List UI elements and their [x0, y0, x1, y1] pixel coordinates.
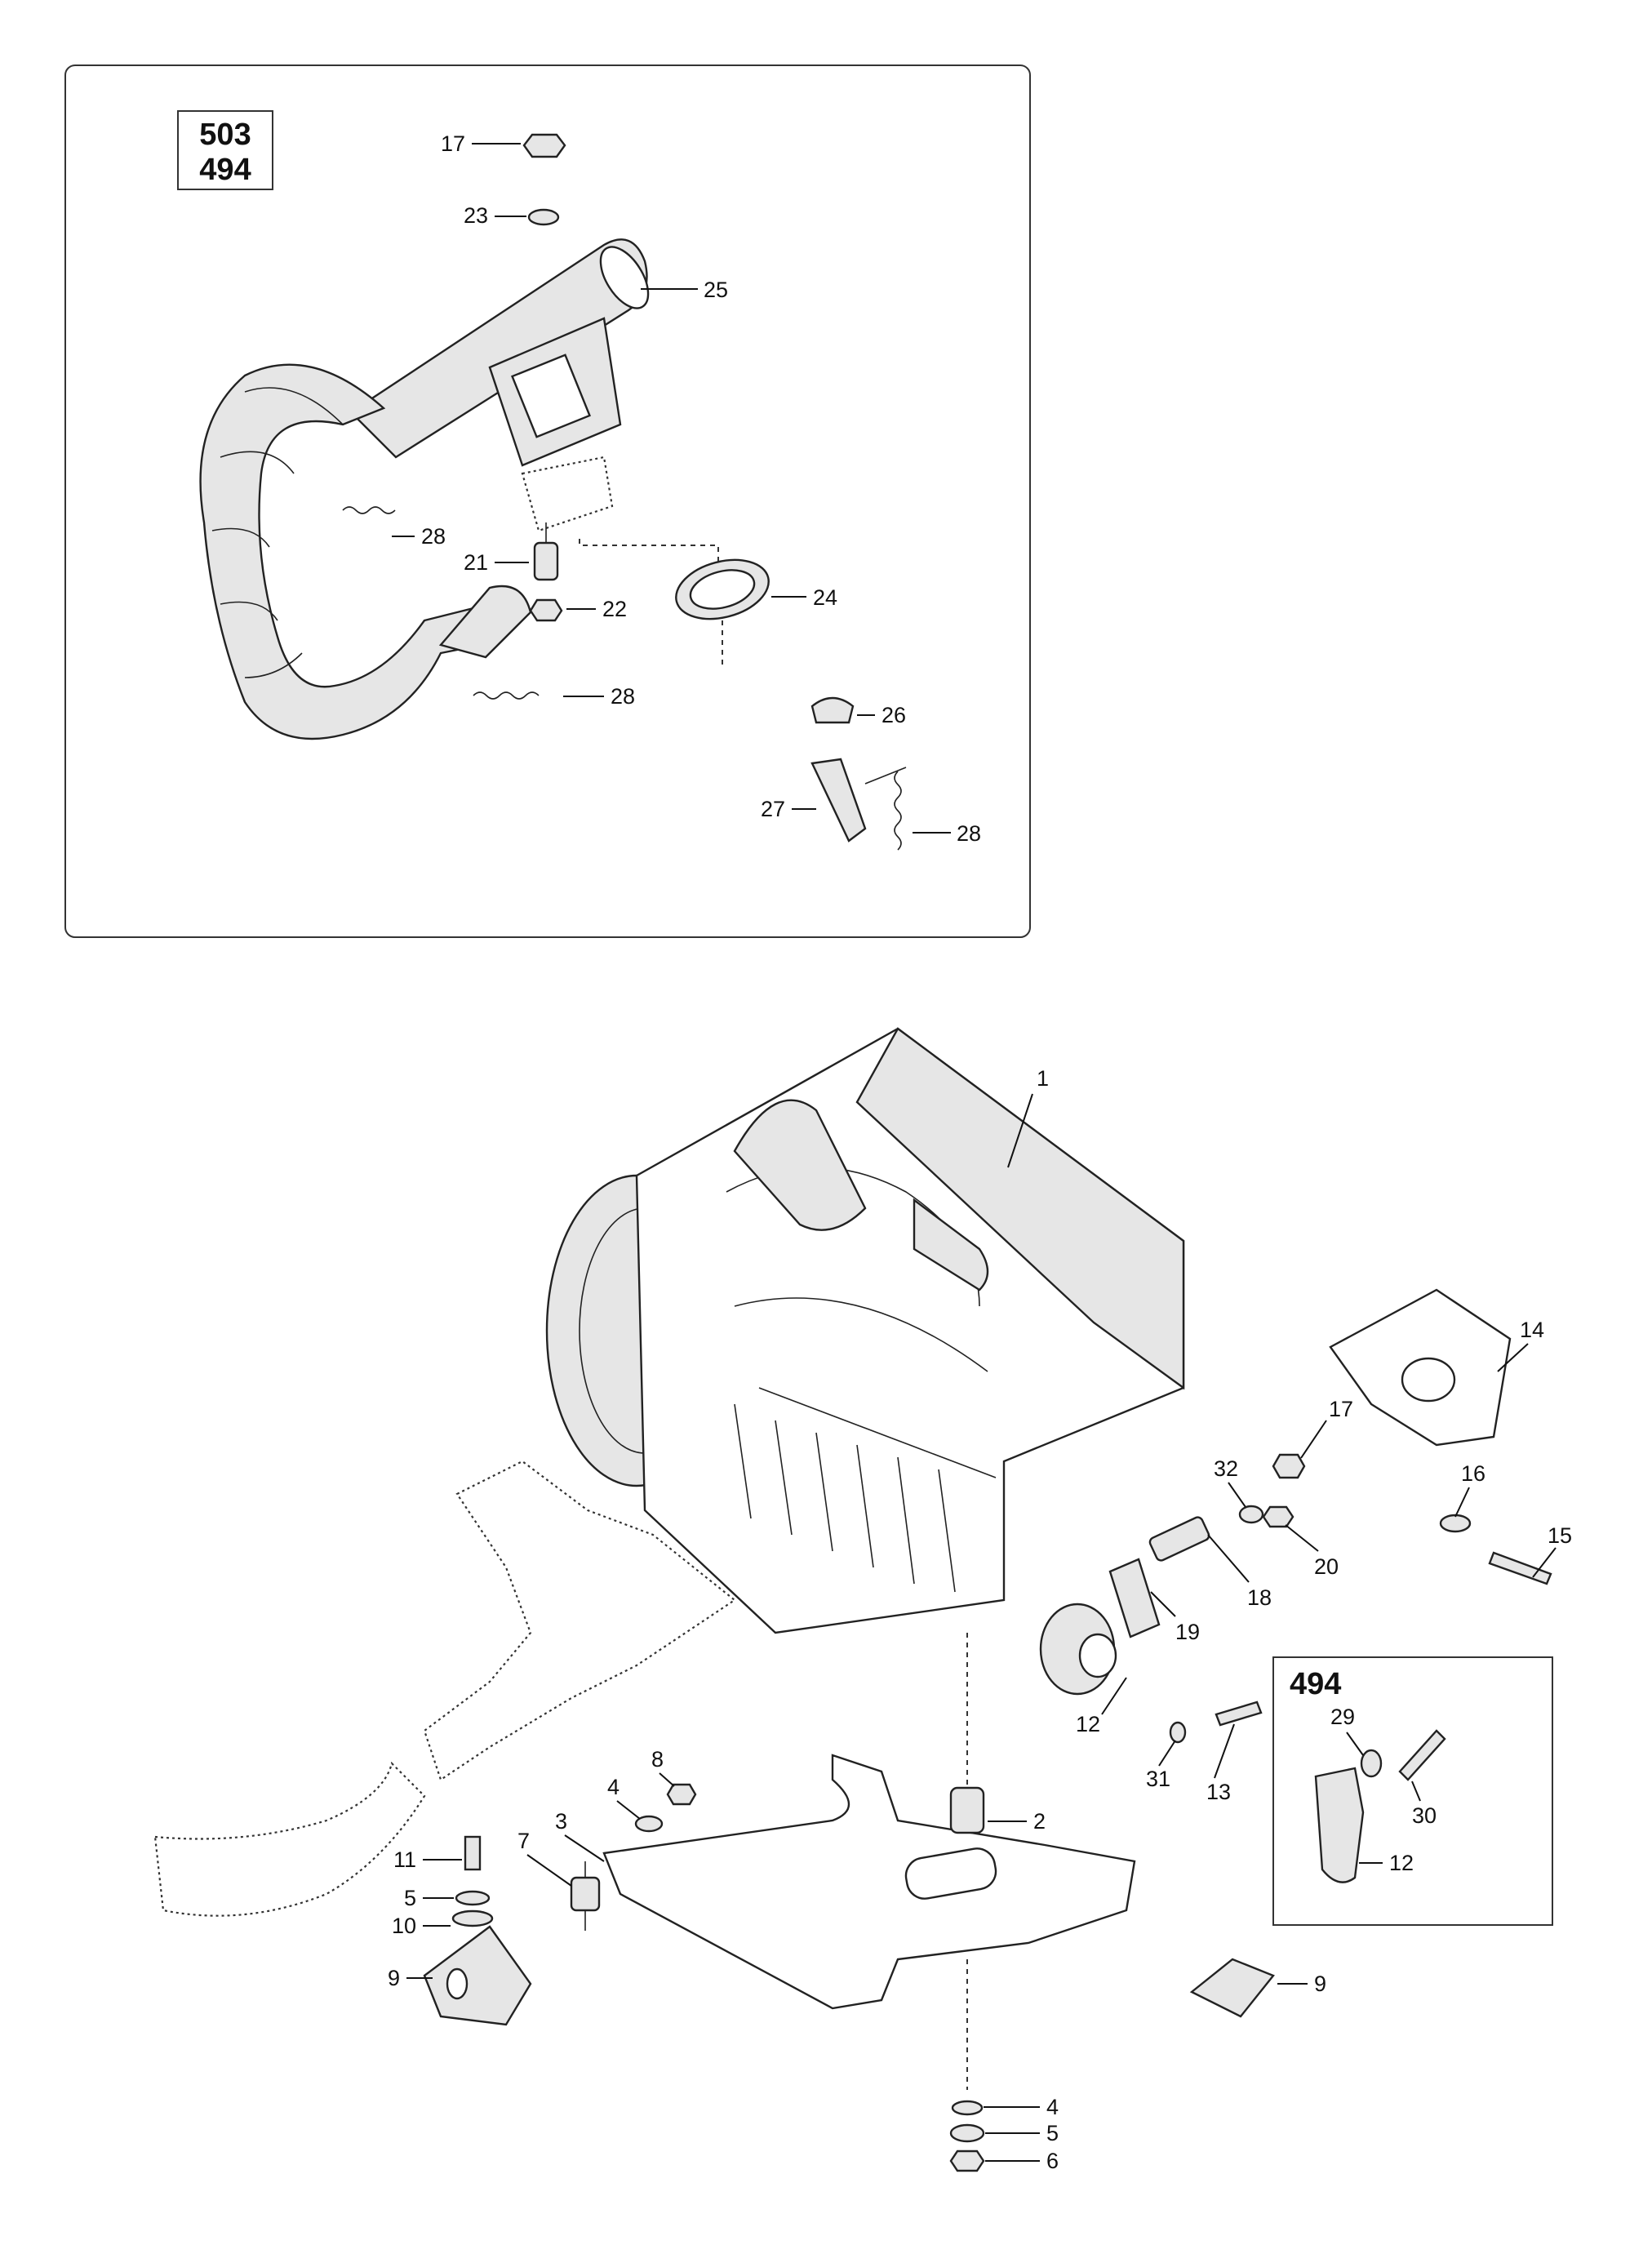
callout-14: 14 [1520, 1318, 1544, 1342]
callout-2: 2 [1033, 1809, 1046, 1834]
exhaust-pipe-reference [153, 1761, 426, 1917]
callout-15: 15 [1548, 1523, 1572, 1548]
callout-30: 30 [1412, 1803, 1437, 1828]
bolt-30 [1398, 1729, 1446, 1781]
engine-mount-plate [602, 1754, 1136, 2010]
exhaust-panel: 503 494 [64, 64, 1031, 938]
support-19 [1108, 1558, 1161, 1638]
mount-bracket-9-left [423, 1925, 532, 2026]
model-code-503: 503 [199, 118, 251, 152]
callout-29: 29 [1330, 1705, 1355, 1729]
callout-7: 7 [517, 1829, 530, 1853]
callout-4-upper: 4 [607, 1775, 620, 1799]
callout-16: 16 [1461, 1461, 1485, 1486]
model-code-box [177, 110, 273, 190]
callout-28-lower: 28 [957, 821, 981, 846]
inset-model-code: 494 [1290, 1667, 1341, 1701]
callout-12-main: 12 [1076, 1712, 1100, 1736]
callout-27: 27 [761, 797, 785, 821]
callout-28-middle: 28 [611, 684, 635, 709]
callout-5-upper: 5 [404, 1886, 416, 1910]
callout-31: 31 [1146, 1767, 1170, 1791]
callout-18: 18 [1247, 1585, 1272, 1610]
callout-3: 3 [555, 1809, 567, 1834]
callout-22: 22 [602, 597, 627, 621]
callout-8: 8 [651, 1747, 664, 1772]
callout-9-left: 9 [388, 1966, 400, 1990]
callouts-inset: 29 30 12 [1330, 1705, 1437, 1875]
exhaust-panel-frame [64, 64, 1031, 938]
bolt-15 [1488, 1551, 1552, 1585]
callout-23: 23 [464, 203, 488, 228]
callout-17-main: 17 [1329, 1397, 1353, 1421]
callout-1: 1 [1037, 1066, 1049, 1091]
callout-20: 20 [1314, 1554, 1339, 1579]
callout-24: 24 [813, 585, 837, 610]
callout-32: 32 [1214, 1456, 1238, 1481]
callout-19: 19 [1175, 1620, 1200, 1644]
washer-16 [1439, 1514, 1472, 1533]
callout-4-lower: 4 [1046, 2095, 1059, 2119]
callout-25: 25 [704, 278, 728, 302]
clip-31 [1169, 1721, 1187, 1744]
bracket-12-inset [1314, 1767, 1365, 1883]
callout-6: 6 [1046, 2149, 1059, 2173]
inset-frame [1272, 1656, 1553, 1926]
stud-18 [1148, 1516, 1210, 1562]
callout-26: 26 [882, 703, 906, 727]
bolt-11 [464, 1835, 482, 1871]
model-code-494: 494 [199, 153, 251, 187]
spacer-2 [949, 1786, 985, 1834]
callout-10: 10 [392, 1914, 416, 1938]
callout-12-inset: 12 [1389, 1851, 1414, 1875]
nut-17 [1272, 1453, 1306, 1479]
washer-32 [1238, 1505, 1264, 1524]
muffler-drawing [199, 133, 907, 851]
manifold-reference [423, 1460, 736, 1781]
inset-494-panel: 494 29 30 12 [1272, 1656, 1553, 1926]
callouts-main: 1 14 17 32 16 15 20 18 19 12 31 13 8 [388, 1066, 1572, 2173]
callout-17: 17 [441, 131, 465, 156]
nut-20 [1262, 1505, 1295, 1528]
callout-5-lower: 5 [1046, 2121, 1059, 2145]
bolt-13 [1215, 1701, 1263, 1727]
callouts-top: 17 23 25 28 21 22 24 28 26 27 28 [392, 131, 981, 846]
callout-28-upper: 28 [421, 524, 446, 549]
mount-bracket-9-right [1189, 1958, 1275, 2018]
engine-assembly: 1 14 17 32 16 15 20 18 19 12 31 13 8 [153, 1027, 1572, 2173]
callout-21: 21 [464, 550, 488, 575]
callout-9-right: 9 [1314, 1972, 1326, 1996]
callout-13: 13 [1206, 1780, 1231, 1804]
callout-11: 11 [393, 1847, 416, 1872]
rubber-mount-7 [570, 1861, 601, 1931]
washer-29 [1360, 1749, 1383, 1778]
